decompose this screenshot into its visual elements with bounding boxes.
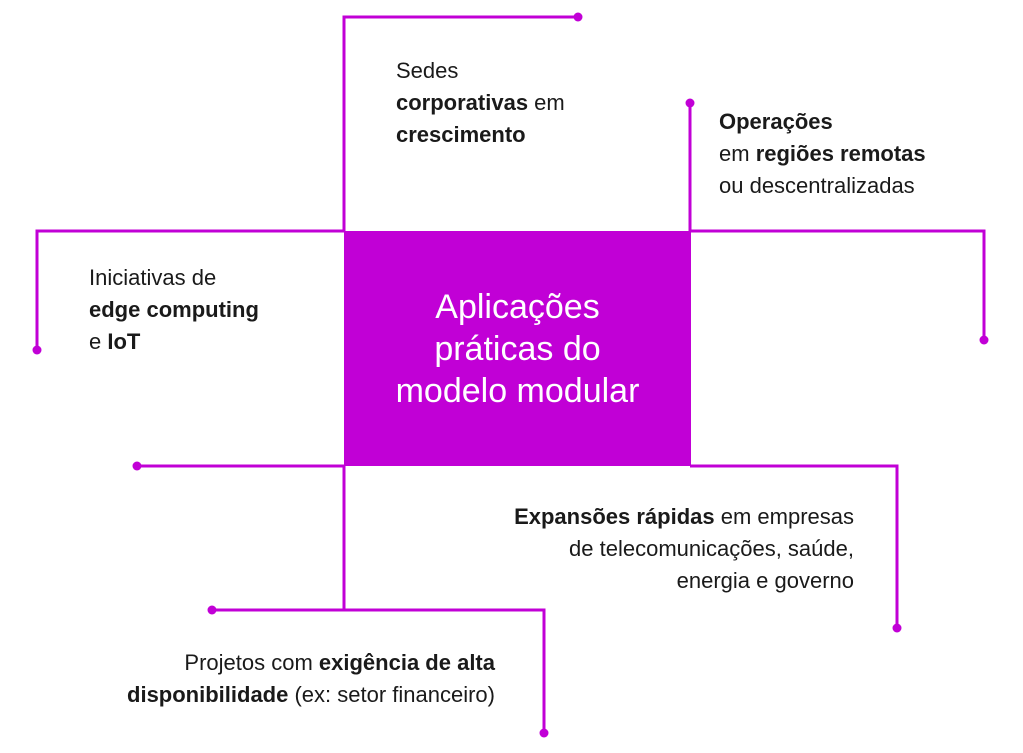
label-expansoes: Expansões rápidas em empresas de telecomu… xyxy=(514,501,854,597)
label-bold-text: exigência de alta xyxy=(318,650,495,675)
label-bold-text: disponibilidade xyxy=(127,682,289,707)
label-text: Iniciativas de xyxy=(89,265,217,290)
label-line: ou descentralizadas xyxy=(719,170,926,202)
label-bold-text: Expansões rápidas xyxy=(514,504,715,529)
label-bold-text: edge computing xyxy=(89,297,259,322)
connector-dot-expansoes xyxy=(892,623,902,633)
label-text: e xyxy=(89,329,108,354)
label-line: Iniciativas de xyxy=(89,262,259,294)
center-box: Aplicações práticas do modelo modular xyxy=(344,231,691,466)
connector-sedes xyxy=(342,15,578,231)
label-text: em xyxy=(719,141,756,166)
label-line: Projetos com exigência de alta xyxy=(127,647,495,679)
center-title-line: Aplicações xyxy=(435,287,600,326)
label-text: Sedes xyxy=(396,58,459,83)
label-line: edge computing xyxy=(89,294,259,326)
label-bold-text: IoT xyxy=(107,329,141,354)
label-line: em regiões remotas xyxy=(719,138,926,170)
center-title-line: práticas do xyxy=(434,329,601,368)
label-bold-text: regiões remotas xyxy=(755,141,926,166)
label-operacoes: Operações em regiões remotas ou descentral… xyxy=(719,106,926,202)
connector-right xyxy=(690,229,986,340)
connector-projetos-branch xyxy=(212,608,546,733)
label-line: Sedes xyxy=(396,55,565,87)
label-bold-text: Operações xyxy=(719,109,833,134)
label-text: energia e governo xyxy=(676,568,854,593)
connector-dot-projetos-left xyxy=(207,605,217,615)
connector-dot-right xyxy=(979,335,989,345)
label-edge: Iniciativas de edge computing e IoT xyxy=(89,262,259,358)
label-line: de telecomunicações, saúde, xyxy=(514,533,854,565)
label-text: em empresas xyxy=(714,504,854,529)
connector-dot-edge xyxy=(32,345,42,355)
label-line: disponibilidade (ex: setor financeiro) xyxy=(127,679,495,711)
connector-dot-projetos-bottom xyxy=(539,728,549,738)
label-text: (ex: setor financeiro) xyxy=(288,682,495,707)
label-bold-text: corporativas xyxy=(396,90,529,115)
label-line: energia e governo xyxy=(514,565,854,597)
label-line: Expansões rápidas em empresas xyxy=(514,501,854,533)
connector-edge xyxy=(35,229,344,350)
label-text: de telecomunicações, saúde, xyxy=(569,536,854,561)
label-line: crescimento xyxy=(396,119,565,151)
center-title: Aplicações práticas do modelo modular xyxy=(368,286,668,412)
center-title-line: modelo modular xyxy=(395,371,640,410)
label-line: Operações xyxy=(719,106,926,138)
center-box-fill xyxy=(344,231,691,466)
connector-dot-operacoes xyxy=(685,98,695,108)
connector-dot-sedes xyxy=(573,12,583,22)
connector-expansoes xyxy=(690,464,899,628)
label-text: ou descentralizadas xyxy=(719,173,915,198)
connector-dot-bottom-left xyxy=(132,461,142,471)
label-bold-text: crescimento xyxy=(396,122,526,147)
label-text: em xyxy=(528,90,565,115)
label-line: corporativas em xyxy=(396,87,565,119)
label-text: Projetos com xyxy=(184,650,319,675)
label-line: e IoT xyxy=(89,326,259,358)
